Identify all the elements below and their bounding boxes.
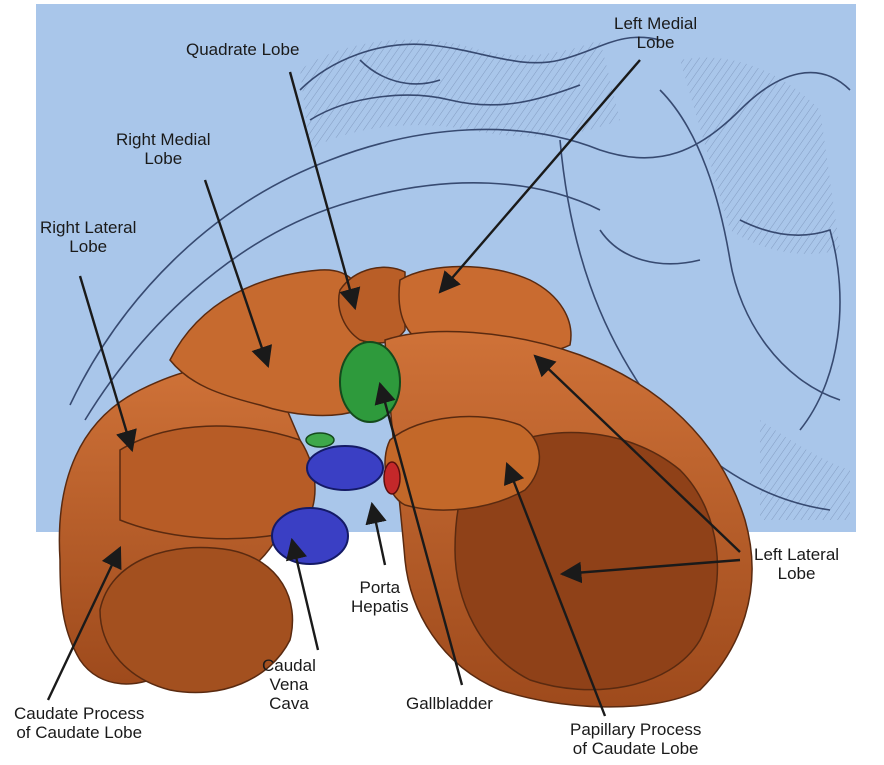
label-caudate-process: Caudate Process of Caudate Lobe: [14, 704, 144, 742]
label-line: Papillary Process: [570, 720, 701, 739]
label-line: of Caudate Lobe: [570, 739, 701, 758]
label-line: Caudate Process: [14, 704, 144, 723]
label-line: Hepatis: [351, 597, 409, 616]
label-line: Lobe: [116, 149, 211, 168]
porta-vena-shape: [307, 446, 383, 490]
label-quadrate-lobe: Quadrate Lobe: [186, 40, 299, 59]
label-line: Caudal: [262, 656, 316, 675]
label-left-medial-lobe: Left Medial Lobe: [614, 14, 697, 52]
label-line: Lobe: [40, 237, 136, 256]
label-right-lateral-lobe: Right Lateral Lobe: [40, 218, 136, 256]
label-line: Left Lateral: [754, 545, 839, 564]
label-caudal-vena-cava: Caudal Vena Cava: [262, 656, 316, 713]
label-line: Left Medial: [614, 14, 697, 33]
label-line: Gallbladder: [406, 694, 493, 713]
portal-artery-shape: [384, 462, 400, 494]
label-line: of Caudate Lobe: [14, 723, 144, 742]
label-gallbladder: Gallbladder: [406, 694, 493, 713]
label-line: Cava: [262, 694, 316, 713]
label-line: Right Medial: [116, 130, 211, 149]
label-line: Quadrate Lobe: [186, 40, 299, 59]
label-left-lateral-lobe: Left Lateral Lobe: [754, 545, 839, 583]
caudal-vena-cava-shape: [272, 508, 348, 564]
label-line: Lobe: [614, 33, 697, 52]
bile-duct-shape: [306, 433, 334, 447]
label-porta-hepatis: Porta Hepatis: [351, 578, 409, 616]
label-line: Porta: [351, 578, 409, 597]
label-line: Vena: [262, 675, 316, 694]
label-right-medial-lobe: Right Medial Lobe: [116, 130, 211, 168]
label-papillary-process: Papillary Process of Caudate Lobe: [570, 720, 701, 758]
label-line: Lobe: [754, 564, 839, 583]
label-line: Right Lateral: [40, 218, 136, 237]
gallbladder-shape: [340, 342, 400, 422]
